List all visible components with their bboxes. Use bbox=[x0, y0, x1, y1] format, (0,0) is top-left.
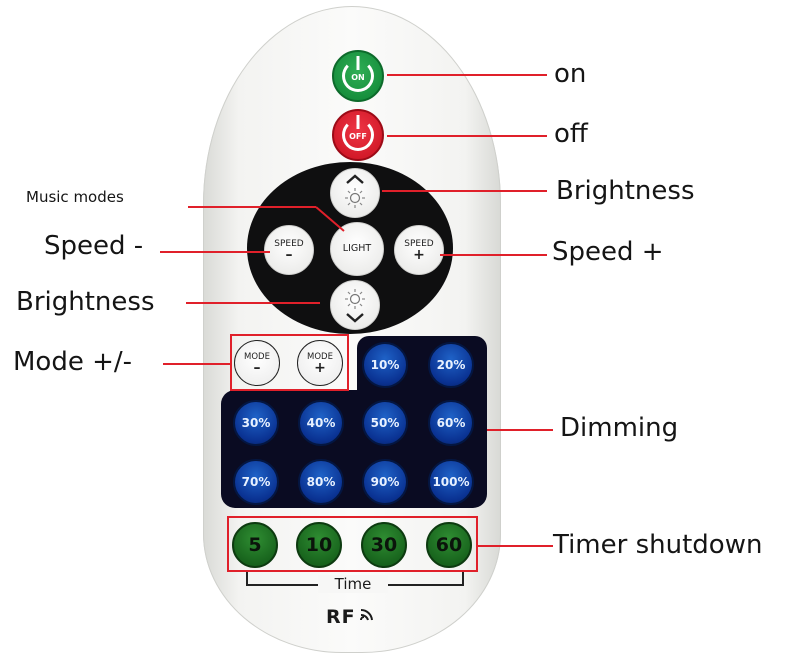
light-button[interactable]: LIGHT bbox=[330, 222, 384, 276]
speed-minus-sign: – bbox=[285, 247, 293, 263]
mode-highlight-box bbox=[230, 334, 349, 391]
dim-30-button[interactable]: 30% bbox=[233, 400, 279, 446]
off-callout-line bbox=[387, 135, 547, 137]
on-callout-line bbox=[387, 74, 547, 76]
power-on-button[interactable]: ON bbox=[332, 50, 384, 102]
mode-minus-sign: – bbox=[253, 360, 261, 376]
dim-40-button[interactable]: 40% bbox=[298, 400, 344, 446]
power-icon: OFF bbox=[342, 119, 374, 151]
light-label: LIGHT bbox=[342, 243, 372, 254]
label-on: on bbox=[554, 59, 587, 89]
speed-plus-callout-line bbox=[440, 254, 547, 256]
mode-minus-button[interactable]: MODE – bbox=[234, 340, 280, 386]
speed-plus-button[interactable]: SPEED + bbox=[394, 225, 444, 275]
timer-highlight-box bbox=[227, 516, 478, 572]
brightness-up-callout-line bbox=[382, 190, 547, 192]
brightness-down-button[interactable] bbox=[330, 280, 380, 330]
label-mode: Mode +/- bbox=[13, 347, 133, 377]
mode-plus-button[interactable]: MODE + bbox=[297, 340, 343, 386]
label-off: off bbox=[554, 119, 588, 149]
speed-plus-word: SPEED bbox=[404, 239, 434, 249]
mode-plus-word: MODE bbox=[307, 352, 333, 362]
dim-90-button[interactable]: 90% bbox=[362, 459, 408, 505]
power-icon: ON bbox=[342, 60, 374, 92]
brightness-down-callout-line bbox=[186, 302, 320, 304]
label-brightness-down: Brightness bbox=[16, 287, 155, 317]
speed-minus-button[interactable]: SPEED – bbox=[264, 225, 314, 275]
label-speed-minus: Speed - bbox=[44, 231, 144, 261]
label-speed-plus: Speed + bbox=[552, 237, 664, 267]
brightness-down-icon bbox=[345, 289, 365, 323]
dim-100-button[interactable]: 100% bbox=[428, 459, 474, 505]
speed-plus-sign: + bbox=[413, 247, 425, 263]
dim-20-button[interactable]: 20% bbox=[428, 342, 474, 388]
dimming-callout-line bbox=[487, 429, 553, 431]
label-dimming: Dimming bbox=[560, 413, 679, 443]
rf-brand: RF bbox=[326, 606, 356, 628]
signal-icon bbox=[360, 608, 373, 621]
mode-callout-line bbox=[163, 363, 230, 365]
rf-text: RF bbox=[326, 606, 356, 628]
timer-5-button[interactable]: 5 bbox=[232, 522, 278, 568]
music-modes-callout-diagonal bbox=[315, 206, 345, 232]
label-brightness-up: Brightness bbox=[556, 176, 695, 206]
power-off-button[interactable]: OFF bbox=[332, 109, 384, 161]
brightness-up-button[interactable] bbox=[330, 168, 380, 218]
dim-10-button[interactable]: 10% bbox=[362, 342, 408, 388]
label-music-modes: Music modes bbox=[26, 188, 124, 206]
time-label: Time bbox=[318, 575, 388, 593]
brightness-up-icon bbox=[345, 174, 365, 208]
power-off-text: OFF bbox=[349, 132, 367, 141]
power-on-text: ON bbox=[351, 73, 365, 82]
mode-plus-sign: + bbox=[314, 360, 326, 376]
speed-minus-word: SPEED bbox=[274, 239, 304, 249]
timer-60-button[interactable]: 60 bbox=[426, 522, 472, 568]
timer-callout-line bbox=[478, 545, 553, 547]
dim-70-button[interactable]: 70% bbox=[233, 459, 279, 505]
dim-80-button[interactable]: 80% bbox=[298, 459, 344, 505]
timer-30-button[interactable]: 30 bbox=[361, 522, 407, 568]
mode-minus-word: MODE bbox=[244, 352, 270, 362]
dim-60-button[interactable]: 60% bbox=[428, 400, 474, 446]
dim-50-button[interactable]: 50% bbox=[362, 400, 408, 446]
music-modes-callout-line bbox=[188, 206, 316, 208]
label-timer: Timer shutdown bbox=[553, 530, 763, 560]
speed-minus-callout-line bbox=[160, 251, 270, 253]
timer-10-button[interactable]: 10 bbox=[296, 522, 342, 568]
